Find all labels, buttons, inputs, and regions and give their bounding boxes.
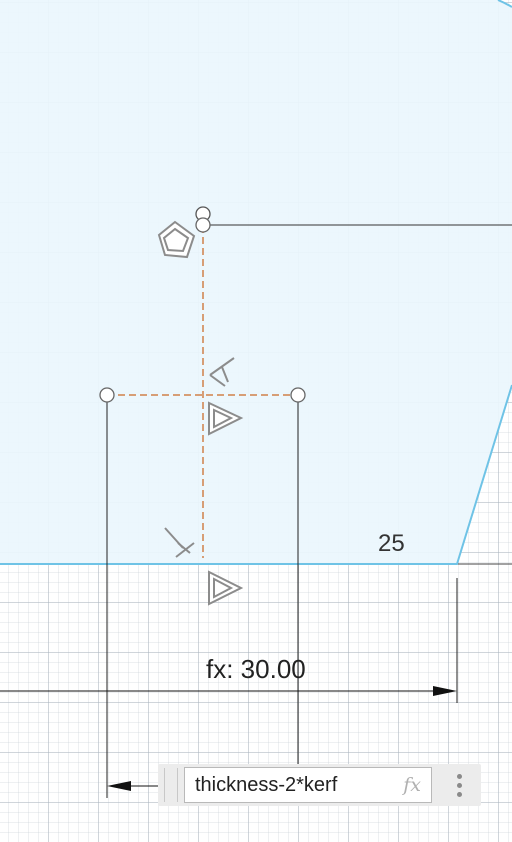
sketch-point[interactable] [99,387,115,403]
sketch-point[interactable] [290,387,306,403]
pentagon-constraint-icon[interactable] [157,220,196,259]
dimension-arrow-right [433,686,457,696]
formula-value: thickness-2*kerf [195,774,338,796]
dimension-formula-editor: thickness-2*kerf fx [158,764,481,806]
triangle-constraint-icon[interactable] [208,401,244,436]
profile-corner-edge[interactable] [497,0,512,8]
sketch-profile-region[interactable] [0,0,512,564]
perpendicular-constraint-icon[interactable] [164,527,195,558]
perpendicular-constraint-icon[interactable] [209,357,235,387]
drag-handle[interactable] [164,768,178,802]
side-dimension-label[interactable]: 25 [378,530,405,557]
horizontal-dimension-label[interactable]: fx: 30.00 [206,654,306,684]
profile-edge[interactable] [0,384,512,565]
more-options-icon[interactable] [450,770,468,800]
sketch-point[interactable] [195,217,211,233]
dimension-arrow-left [107,781,131,791]
fx-icon[interactable]: fx [403,774,421,796]
formula-input[interactable]: thickness-2*kerf fx [184,767,432,803]
triangle-constraint-icon[interactable] [208,570,244,606]
